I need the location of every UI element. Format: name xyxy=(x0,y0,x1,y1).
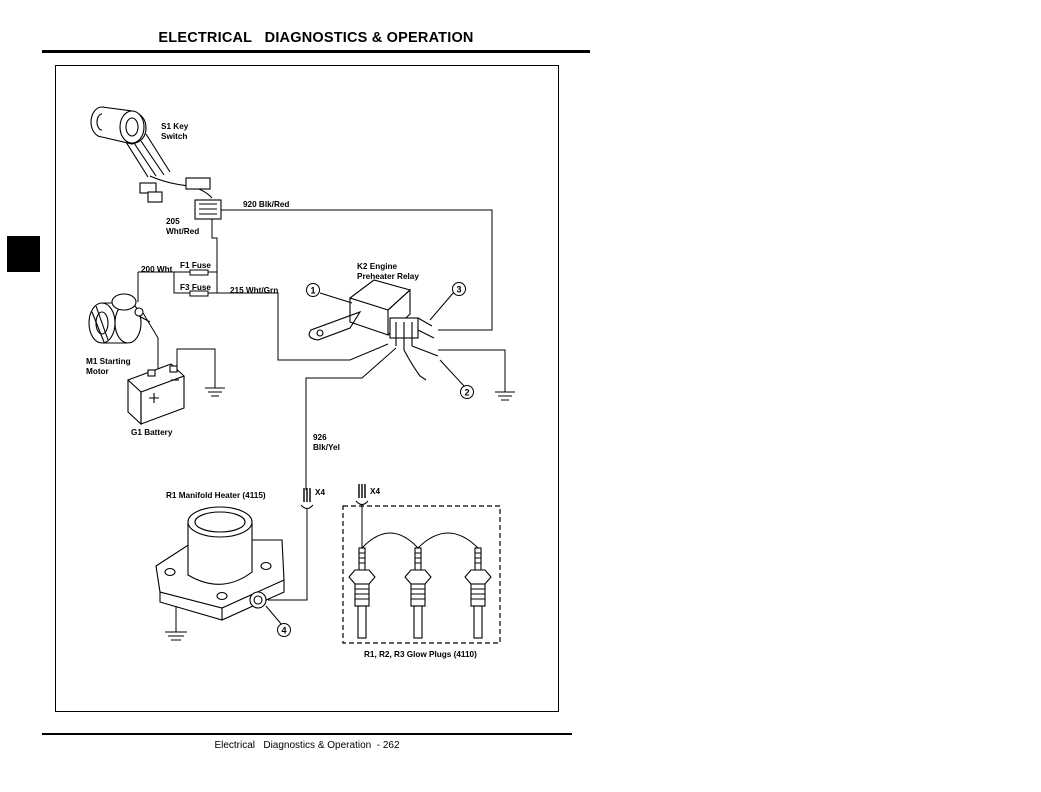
manifold-heater-icon xyxy=(155,506,285,621)
label-wire-920: 920 Blk/Red xyxy=(243,200,289,209)
callout-1: 1 xyxy=(310,286,315,296)
callout-2: 2 xyxy=(464,388,469,398)
diagram-frame xyxy=(55,65,559,712)
label-s1-key: S1 Key xyxy=(161,122,189,131)
label-m1-motor: Motor xyxy=(86,367,110,376)
label-f1-fuse: F1 Fuse xyxy=(180,261,211,270)
ground-symbol-battery xyxy=(205,387,225,397)
glow-plug-3-icon xyxy=(464,547,492,639)
label-f3-fuse: F3 Fuse xyxy=(180,283,211,292)
ground-symbol-relay xyxy=(495,391,515,401)
callout-3-circle xyxy=(452,282,466,296)
battery-icon xyxy=(126,363,186,426)
label-wire-926: 926 xyxy=(313,433,327,442)
callout-4-circle xyxy=(277,623,291,637)
f1-fuse-icon xyxy=(189,269,209,276)
glow-plug-1-icon xyxy=(348,547,376,639)
page-footer: Electrical Diagnostics & Operation - 262 xyxy=(214,740,400,751)
ground-symbol-heater xyxy=(165,631,187,641)
callout-1-circle xyxy=(306,283,320,297)
page-header-title: ELECTRICAL DIAGNOSTICS & OPERATION xyxy=(158,30,474,46)
glow-plug-2-icon xyxy=(404,547,432,639)
label-glow-plugs: R1, R2, R3 Glow Plugs (4110) xyxy=(364,650,477,659)
label-r1-heater: R1 Manifold Heater (4115) xyxy=(166,491,266,500)
label-k2-engine: K2 Engine xyxy=(357,262,397,271)
callout-4: 4 xyxy=(281,626,286,636)
callout-2-circle xyxy=(460,385,474,399)
label-m1-starting: M1 Starting xyxy=(86,357,131,366)
starting-motor-icon xyxy=(88,293,151,344)
section-tab-marker xyxy=(7,236,40,272)
callout-3: 3 xyxy=(456,285,461,295)
x4-connector-left-icon xyxy=(300,488,314,509)
label-wire-200: 200 Wht xyxy=(141,265,173,274)
key-switch-icon xyxy=(90,106,222,220)
label-wire-205: 205 xyxy=(166,217,180,226)
x4-connector-right-icon xyxy=(355,484,369,505)
preheater-relay-icon xyxy=(308,279,439,381)
label-k2-relay: Preheater Relay xyxy=(357,272,419,281)
label-wire-205-color: Wht/Red xyxy=(166,227,199,236)
header-rule xyxy=(42,50,590,53)
label-s1-switch: Switch xyxy=(161,132,187,141)
label-g1-battery: G1 Battery xyxy=(131,428,173,437)
label-x4-right: X4 xyxy=(370,487,380,496)
footer-rule xyxy=(42,733,572,735)
label-x4-left: X4 xyxy=(315,488,325,497)
label-wire-926-color: Blk/Yel xyxy=(313,443,340,452)
label-wire-215: 215 Wht/Grn xyxy=(230,286,278,295)
